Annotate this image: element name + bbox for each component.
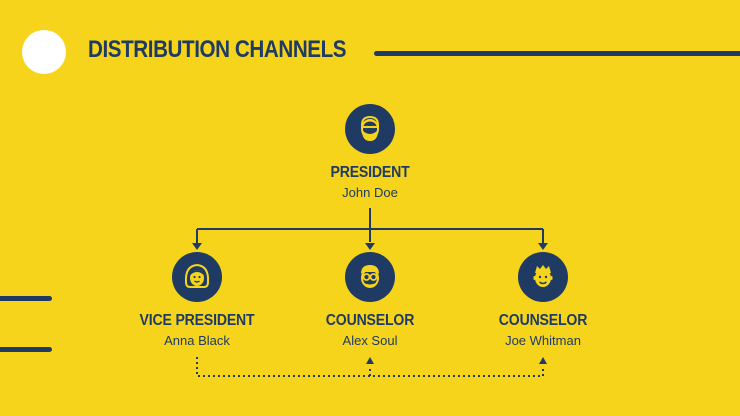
man-avatar-icon [518,252,568,302]
title-rule [374,51,740,56]
member-name: Anna Black [164,333,230,348]
arrow-left [192,243,202,250]
president-name: John Doe [342,185,398,200]
president-role: PRESIDENT [330,164,410,181]
side-bar-bottom [0,347,52,352]
counselor-node-joe: COUNSELOR Joe Whitman [453,252,633,348]
member-role: COUNSELOR [325,312,415,329]
member-role: VICE PRESIDENT [139,312,255,329]
arrow-right [538,243,548,250]
member-role: COUNSELOR [498,312,588,329]
slide-title: DISTRIBUTION CHANNELS [88,36,347,63]
vice-president-node: VICE PRESIDENT Anna Black [107,252,287,348]
man-with-glasses-avatar-icon [345,252,395,302]
side-bar-top [0,296,52,301]
member-name: Alex Soul [342,333,398,348]
president-node: PRESIDENT John Doe [280,104,460,200]
member-name: Joe Whitman [505,333,581,348]
dotted-arrow-center [366,357,374,364]
arrow-center [365,243,375,250]
counselor-node-alex: COUNSELOR Alex Soul [280,252,460,348]
bearded-man-avatar-icon [345,104,395,154]
decorative-circle [22,30,66,74]
woman-avatar-icon [172,252,222,302]
dotted-arrow-right [539,357,547,364]
